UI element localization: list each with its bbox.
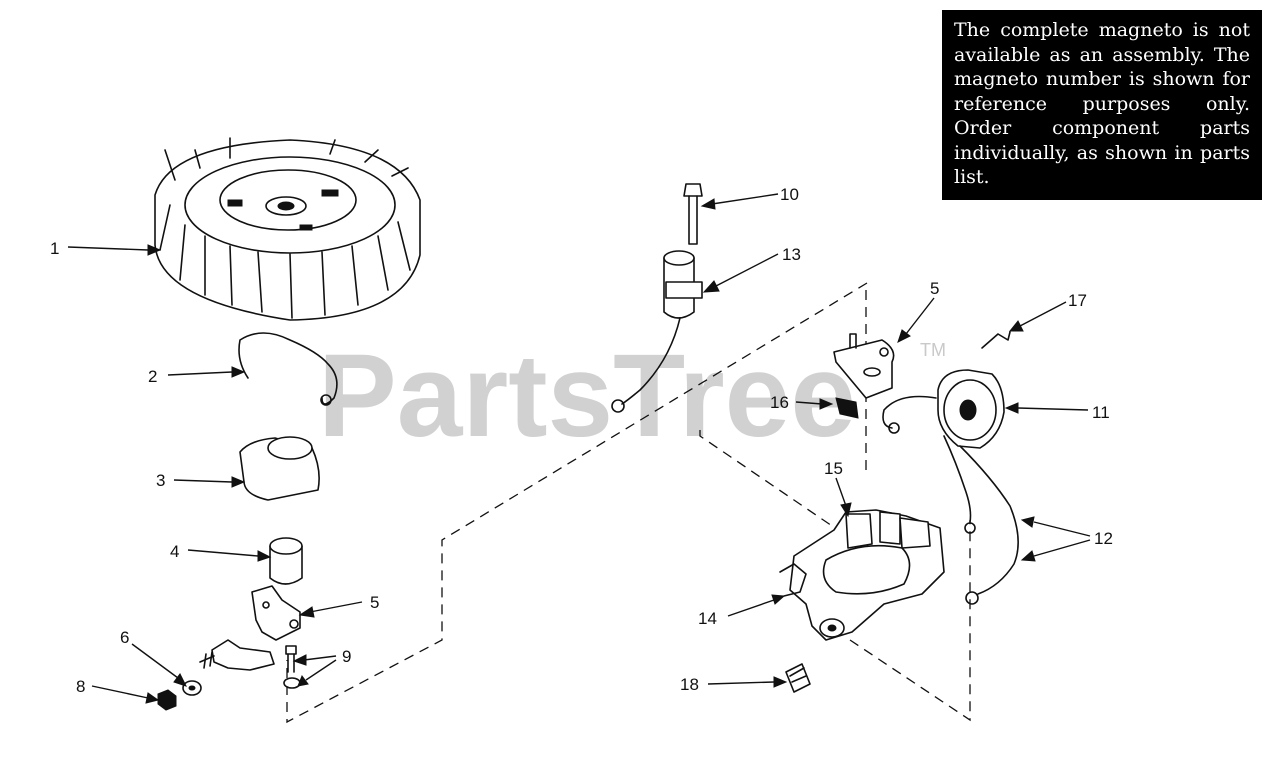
callout-13: 13: [782, 245, 801, 264]
callout-17: 17: [1068, 291, 1087, 310]
part-breaker-point[interactable]: [199, 639, 275, 671]
callout-5-right: 5: [930, 279, 939, 298]
callout-6: 6: [120, 628, 129, 647]
callout-12: 12: [1094, 529, 1113, 548]
watermark-text: PartsTree: [318, 330, 856, 462]
callout-16: 16: [770, 393, 789, 412]
part-coil[interactable]: [882, 369, 1005, 449]
callout-5-left: 5: [370, 593, 379, 612]
callout-3: 3: [156, 471, 165, 490]
leader-lines: [67, 193, 1091, 704]
callout-4: 4: [170, 542, 179, 561]
part-flywheel[interactable]: [154, 137, 421, 321]
part-air-vane[interactable]: [239, 436, 320, 501]
callout-2: 2: [148, 367, 157, 386]
part-condenser[interactable]: [611, 250, 703, 413]
callout-18: 18: [680, 675, 699, 694]
callout-11: 11: [1092, 403, 1110, 422]
part-bolt[interactable]: [785, 663, 811, 693]
callout-9: 9: [342, 647, 351, 666]
callout-1: 1: [50, 239, 59, 258]
part-nut[interactable]: [157, 689, 177, 711]
callout-labels: 1 2 3 4 5 6 8 9 10 13 5 17 16 11 15 12 1…: [50, 185, 1113, 696]
part-clip[interactable]: [835, 397, 859, 419]
part-breaker-arm[interactable]: [251, 585, 301, 641]
part-screw-top[interactable]: [683, 183, 703, 245]
part-washer-left[interactable]: [182, 680, 202, 696]
part-bracket-right[interactable]: [833, 333, 895, 399]
part-screw-washer[interactable]: [283, 645, 301, 689]
callout-15: 15: [824, 459, 843, 478]
part-armature[interactable]: [779, 509, 945, 641]
watermark-tm: TM: [920, 340, 946, 360]
part-spring[interactable]: [238, 332, 338, 406]
callout-14: 14: [698, 609, 717, 628]
callout-8: 8: [76, 677, 85, 696]
part-bushing[interactable]: [269, 537, 303, 585]
callout-10: 10: [780, 185, 799, 204]
part-wire-clip[interactable]: [981, 331, 1011, 349]
availability-note: The complete magneto is not available as…: [942, 10, 1262, 200]
part-ground-leads[interactable]: [943, 435, 1019, 605]
